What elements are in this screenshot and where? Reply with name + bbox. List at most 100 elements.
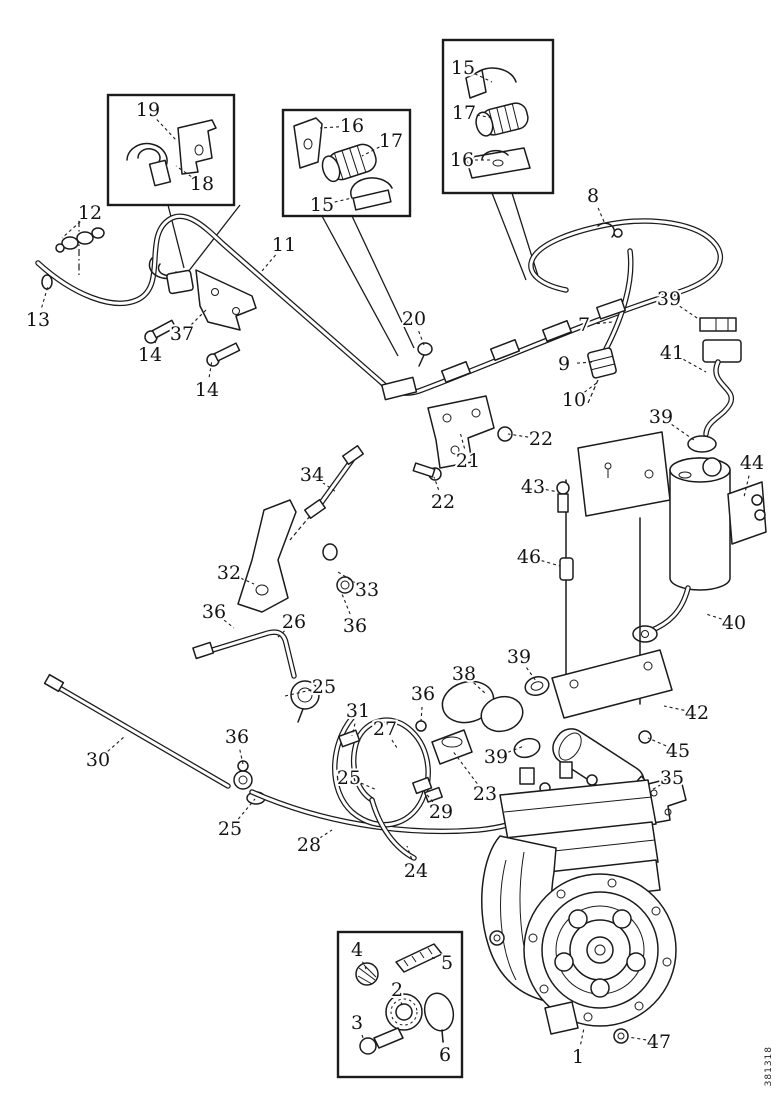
part-label-25: 25: [312, 676, 336, 698]
callout-leader-line: [167, 204, 185, 269]
tee-fitting: [233, 770, 253, 790]
inset2-contents: [293, 117, 393, 211]
callout-boxes-layer: [106, 38, 555, 1079]
part-label-23: 23: [473, 783, 497, 805]
leader-line: [584, 381, 599, 393]
part-label-46: 46: [517, 546, 541, 568]
leader-line: [341, 593, 351, 615]
part-label-27: 27: [373, 718, 397, 740]
leader-line: [239, 749, 244, 765]
leader-line: [334, 197, 353, 203]
leader-line: [705, 613, 722, 620]
pump-38-group: [431, 675, 550, 765]
leader-line: [284, 689, 312, 697]
part-label-5: 5: [441, 952, 453, 974]
formed-tube-11: [35, 213, 679, 396]
inset4-contents: [355, 943, 455, 1055]
leader-line: [679, 305, 701, 321]
bracket-21: [412, 395, 513, 481]
leader-line: [430, 956, 436, 959]
part-label-15: 15: [310, 194, 334, 216]
part-label-44: 44: [740, 452, 764, 474]
leader-line: [360, 782, 378, 791]
fitting-29: [412, 776, 443, 803]
leader-line: [61, 221, 81, 239]
part-label-36: 36: [343, 615, 367, 637]
callout-leader-line: [351, 215, 415, 349]
part-label-28: 28: [297, 834, 321, 856]
part-label-29: 29: [429, 801, 453, 823]
part-label-16: 16: [340, 115, 364, 137]
dryer-stand: [551, 479, 673, 744]
part-label-13: 13: [26, 309, 50, 331]
connector-9: [587, 347, 617, 379]
callout-leader-line: [511, 192, 539, 277]
bolt-43: [556, 481, 570, 495]
leader-line: [545, 489, 559, 493]
leader-line: [107, 736, 125, 752]
leader-line: [473, 682, 487, 695]
leader-line: [423, 790, 434, 803]
bracket-32: [237, 499, 354, 613]
part-label-15: 15: [451, 57, 475, 79]
leader-line: [223, 619, 235, 629]
part-label-18: 18: [190, 173, 214, 195]
air-dryer: [577, 431, 767, 643]
part-label-22: 22: [529, 428, 553, 450]
part-label-30: 30: [86, 749, 110, 771]
clamp-and-bracket-37: [144, 257, 257, 367]
part-label-2: 2: [391, 979, 403, 1001]
part-label-14: 14: [138, 344, 162, 366]
leader-line: [433, 476, 440, 490]
leader-line: [319, 126, 340, 129]
diagram-artwork: [35, 67, 767, 1055]
part-label-3: 3: [351, 1012, 363, 1034]
part-label-21: 21: [456, 450, 480, 472]
grommet-33a: [322, 543, 338, 561]
tube-union: [381, 376, 418, 401]
part-label-36: 36: [202, 601, 226, 623]
leader-line: [154, 337, 158, 344]
callout-leader-line: [321, 215, 399, 357]
leader-line: [240, 577, 255, 585]
fitting-12-13: [41, 220, 105, 290]
spacer-46: [559, 557, 574, 581]
nut-33b: [336, 576, 354, 594]
part-label-39: 39: [657, 288, 681, 310]
part-label-6: 6: [439, 1044, 451, 1066]
part-label-19: 19: [136, 99, 160, 121]
leader-line: [476, 114, 495, 119]
leader-line: [41, 285, 49, 308]
part-label-43: 43: [521, 476, 545, 498]
part-label-16: 16: [450, 149, 474, 171]
leader-line: [237, 798, 256, 820]
part-label-26: 26: [282, 611, 306, 633]
callout-leader-line: [491, 192, 527, 281]
clip-8: [597, 222, 623, 238]
nipple-39: [699, 317, 737, 332]
plug-47: [613, 1028, 629, 1044]
part-label-8: 8: [587, 185, 599, 207]
part-label-12: 12: [78, 202, 102, 224]
inset1-contents: [126, 119, 217, 187]
part-label-40: 40: [722, 612, 746, 634]
leader-line: [576, 361, 595, 364]
callout-box-hose-clamp-inset-right: [441, 38, 555, 195]
leader-line: [418, 330, 425, 346]
elbow-hose-41: [687, 339, 742, 453]
tube-sleeves: [381, 298, 626, 401]
leader-line: [400, 1002, 404, 1009]
callout-box-hose-clamp-inset-middle: [281, 108, 412, 218]
callout-box-clamp-bracket-inset: [106, 93, 236, 207]
part-label-31: 31: [346, 700, 370, 722]
tube-30: [43, 673, 266, 805]
part-label-17: 17: [379, 130, 403, 152]
sleeve-31: [338, 729, 361, 748]
leader-line: [156, 119, 177, 141]
hose-clamp-39b: [687, 435, 717, 453]
tube-7: [587, 248, 634, 404]
leader-line: [580, 1027, 585, 1045]
